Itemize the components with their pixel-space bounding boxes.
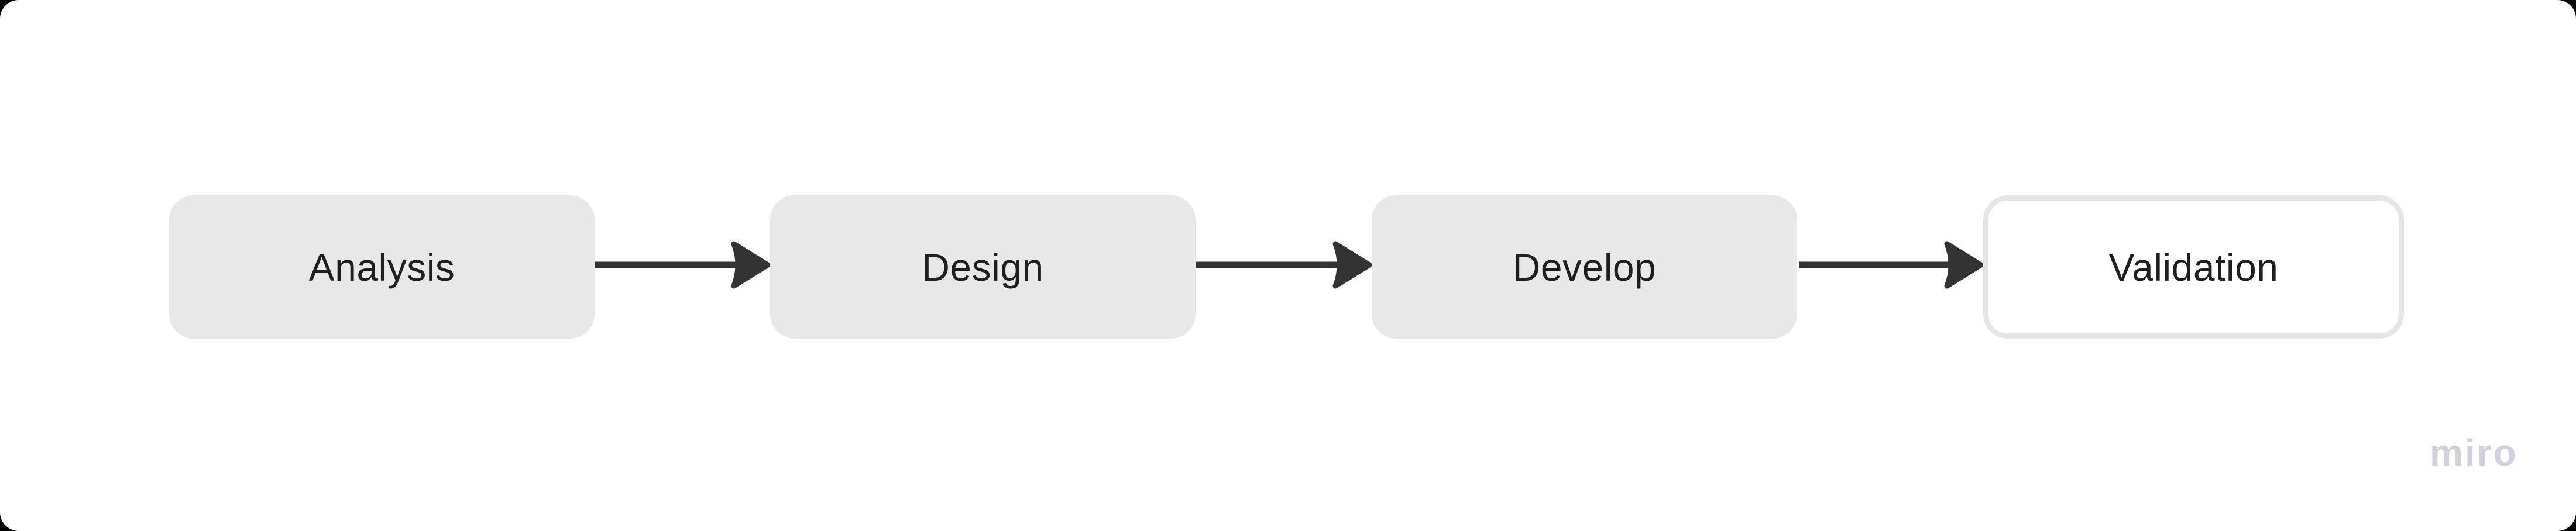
node-label: Develop: [1512, 245, 1657, 289]
connector-arrow-analysis-to-design[interactable]: [595, 230, 770, 300]
flowchart-node-validation[interactable]: Validation: [1983, 195, 2404, 339]
flowchart-node-develop[interactable]: Develop: [1372, 195, 1797, 339]
miro-logo-watermark: miro: [2430, 432, 2518, 474]
node-label: Validation: [2108, 245, 2279, 289]
connector-arrow-design-to-develop[interactable]: [1196, 230, 1372, 300]
flowchart-node-analysis[interactable]: Analysis: [169, 195, 595, 339]
connector-arrow-develop-to-validation[interactable]: [1799, 230, 1983, 300]
node-label: Analysis: [308, 245, 455, 289]
node-label: Design: [922, 245, 1044, 289]
flowchart-node-design[interactable]: Design: [770, 195, 1196, 339]
